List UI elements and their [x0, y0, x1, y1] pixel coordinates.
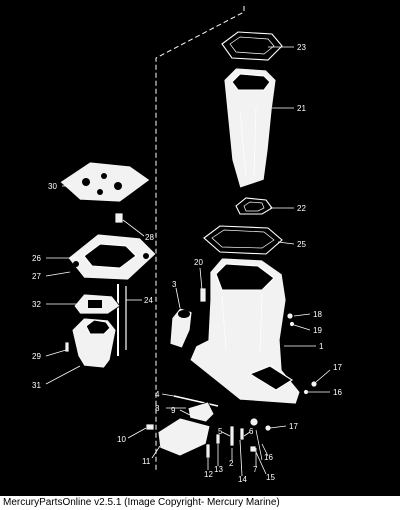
- dashed-assembly-guide: [155, 6, 245, 470]
- callout-1: 1: [319, 342, 324, 351]
- callout-12: 12: [204, 470, 213, 479]
- image-copyright-caption: MercuryPartsOnline v2.5.1 (Image Copyrig…: [0, 496, 400, 510]
- part-stud: [199, 287, 207, 303]
- callout-25: 25: [297, 240, 306, 249]
- part-lower-gasket: [73, 293, 121, 315]
- part-large-gasket: [203, 225, 283, 255]
- callout-31: 31: [32, 381, 41, 390]
- part-hardware-right: [264, 312, 318, 432]
- callout-22: 22: [297, 204, 306, 213]
- part-exhaust-tube: [169, 307, 193, 349]
- part-lower-adaptor: [71, 317, 117, 369]
- callout-4: 4: [155, 390, 160, 399]
- callout-29: 29: [32, 352, 41, 361]
- callout-13: 13: [214, 465, 223, 474]
- callout-17-lower: 17: [289, 422, 298, 431]
- leader-lines: [45, 46, 331, 477]
- callout-14: 14: [238, 475, 247, 484]
- callout-6: 6: [249, 427, 254, 436]
- part-long-studs: [117, 284, 127, 356]
- callout-15: 15: [266, 473, 275, 482]
- exploded-parts-diagram: 23 21 30 22 28 25 26 20 27 3 24 32 18 19…: [32, 6, 342, 484]
- part-adaptor-plate: [67, 233, 157, 281]
- callout-30: 30: [48, 182, 57, 191]
- part-adaptor-plate-gasket: [59, 161, 151, 203]
- callout-9: 9: [171, 406, 176, 415]
- callout-3: 3: [172, 280, 177, 289]
- callout-23: 23: [297, 43, 306, 52]
- part-pin: [64, 341, 70, 353]
- callout-18: 18: [313, 310, 322, 319]
- callout-26: 26: [32, 254, 41, 263]
- part-top-cover-gasket: [221, 31, 283, 61]
- callout-5: 5: [218, 427, 223, 436]
- callout-27: 27: [32, 272, 41, 281]
- callout-11: 11: [142, 457, 151, 466]
- callout-21: 21: [297, 104, 306, 113]
- callout-20: 20: [194, 258, 203, 267]
- callout-8: 8: [155, 404, 160, 413]
- part-nut: [114, 212, 124, 224]
- part-small-gasket: [235, 197, 273, 215]
- callout-32: 32: [32, 300, 41, 309]
- callout-labels: 23 21 30 22 28 25 26 20 27 3 24 32 18 19…: [32, 43, 342, 484]
- callout-16-lower: 16: [264, 453, 273, 462]
- callout-16-upper: 16: [333, 388, 342, 397]
- callout-17-upper: 17: [333, 363, 342, 372]
- callout-19: 19: [313, 326, 322, 335]
- part-lower-components: [145, 395, 263, 461]
- callout-2: 2: [229, 459, 234, 468]
- callout-10: 10: [117, 435, 126, 444]
- callout-28: 28: [145, 233, 154, 242]
- part-exhaust-chimney: [223, 67, 277, 189]
- callout-24: 24: [144, 296, 153, 305]
- callout-7: 7: [253, 465, 258, 474]
- part-driveshaft-housing: [189, 257, 301, 405]
